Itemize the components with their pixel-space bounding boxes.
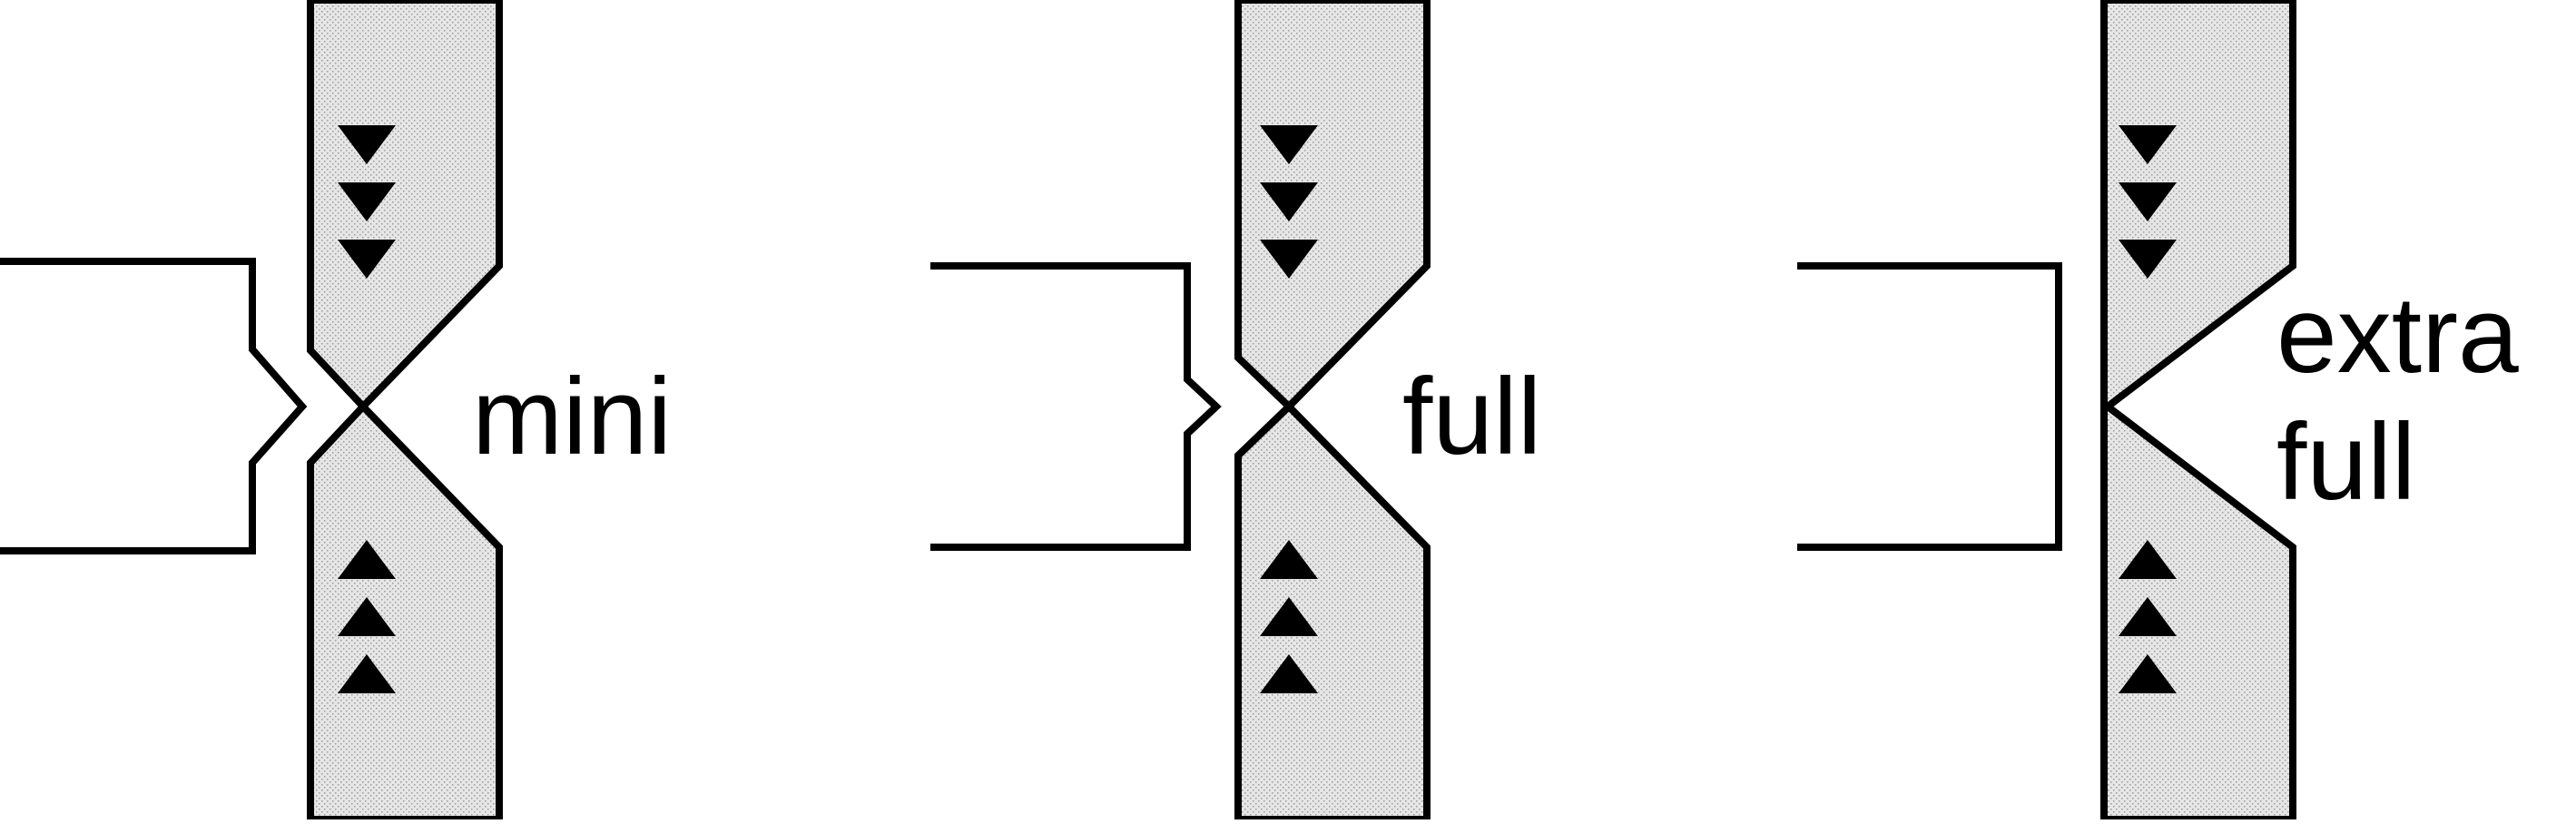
down-arrow-icon xyxy=(338,240,396,279)
up-arrow-icon xyxy=(1260,654,1318,693)
up-arrow-icon xyxy=(338,654,396,693)
upper-plate-extra-full xyxy=(2100,0,2296,410)
lower-plate-extra-full xyxy=(2100,403,2296,823)
up-arrow-icon xyxy=(2119,654,2177,693)
up-arrows-full xyxy=(1260,540,1318,693)
open-outline-full xyxy=(930,262,1222,551)
down-arrow-icon xyxy=(338,125,396,164)
panel-extra-full: extra full xyxy=(1797,0,2519,823)
down-arrow-icon xyxy=(2119,240,2177,279)
lower-plate-mini xyxy=(307,401,503,823)
down-arrow-icon xyxy=(2119,125,2177,164)
lower-plate-full xyxy=(1234,401,1431,823)
down-arrows-mini xyxy=(338,125,396,279)
up-arrows-extra-full xyxy=(2119,540,2177,693)
panel-mini: mini xyxy=(0,0,672,823)
down-arrow-icon xyxy=(1260,240,1318,279)
down-arrow-icon xyxy=(2119,182,2177,221)
up-arrow-icon xyxy=(338,540,396,579)
label-extra-full-line-1: extra xyxy=(2276,274,2519,396)
open-outline-extra-full xyxy=(1797,262,2062,551)
up-arrow-icon xyxy=(1260,540,1318,579)
label-extra-full-line-2: full xyxy=(2276,401,2415,523)
panel-full: full xyxy=(930,0,1541,823)
open-outline-mini xyxy=(0,258,308,554)
down-arrow-icon xyxy=(1260,125,1318,164)
up-arrow-icon xyxy=(2119,597,2177,636)
label-mini: mini xyxy=(472,356,672,477)
upper-plate-full xyxy=(1234,0,1431,412)
down-arrows-extra-full xyxy=(2119,125,2177,279)
down-arrow-icon xyxy=(338,182,396,221)
up-arrow-icon xyxy=(2119,540,2177,579)
label-full: full xyxy=(1402,356,1541,477)
up-arrows-mini xyxy=(338,540,396,693)
upper-plate-mini xyxy=(307,0,503,412)
up-arrow-icon xyxy=(338,597,396,636)
up-arrow-icon xyxy=(1260,597,1318,636)
down-arrow-icon xyxy=(1260,182,1318,221)
down-arrows-full xyxy=(1260,125,1318,279)
